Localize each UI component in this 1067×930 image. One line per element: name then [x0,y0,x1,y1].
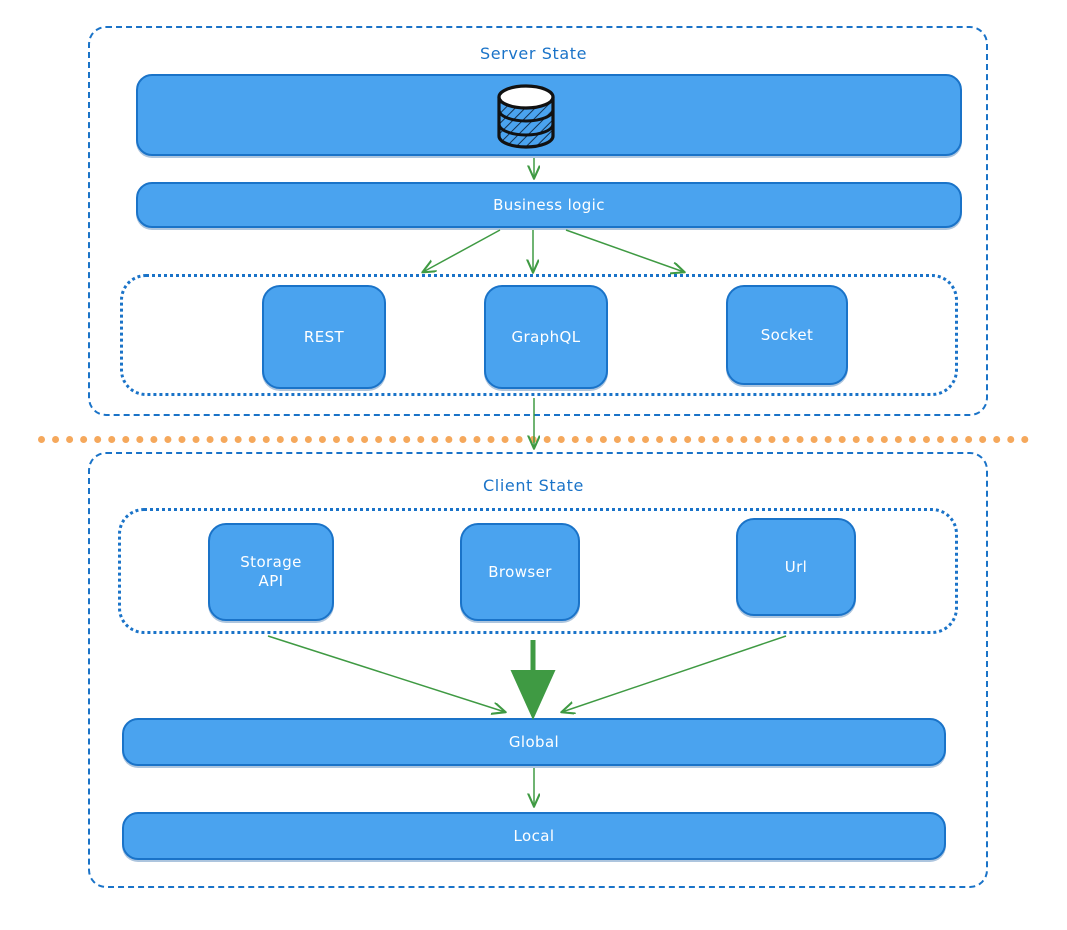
client-state-title: Client State [483,476,584,495]
graphql-label: GraphQL [511,327,581,346]
business-logic-label: Business logic [493,195,605,214]
socket-box[interactable]: Socket [726,285,848,385]
business-logic-box[interactable]: Business logic [136,182,962,228]
database-box[interactable] [136,74,962,156]
rest-box[interactable]: REST [262,285,386,389]
api-group [120,274,958,396]
storage-api-box[interactable]: Storage API [208,523,334,621]
browser-label: Browser [488,562,552,581]
graphql-box[interactable]: GraphQL [484,285,608,389]
global-label: Global [508,732,560,751]
local-label: Local [513,826,555,845]
storage-api-label-line1: Storage [240,553,302,572]
server-state-title: Server State [479,44,588,63]
client-source-group [118,508,958,634]
url-box[interactable]: Url [736,518,856,616]
server-state-group [88,26,988,416]
global-box[interactable]: Global [122,718,946,766]
socket-label: Socket [760,325,814,344]
rest-label: REST [303,327,345,346]
browser-box[interactable]: Browser [460,523,580,621]
client-state-group [88,452,988,888]
url-label: Url [784,557,808,576]
storage-api-label-line2: API [258,572,284,590]
storage-api-label: Storage API [240,553,302,591]
local-box[interactable]: Local [122,812,946,860]
server-client-divider [38,436,1029,443]
